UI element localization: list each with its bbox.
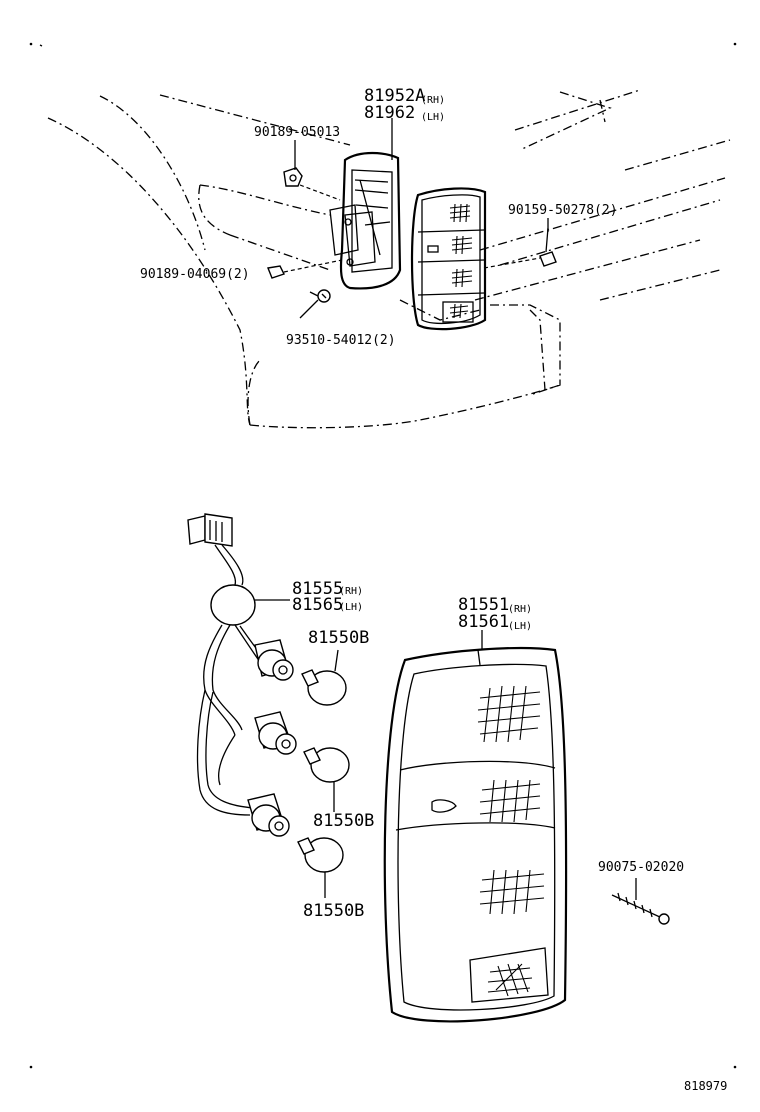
label-81952A-side: (RH) [421, 95, 445, 106]
label-90189-04069: 90189-04069(2) [140, 267, 250, 282]
lens-grid-1 [477, 685, 541, 743]
label-81565: 81565 [292, 595, 343, 615]
label-81565-side: (LH) [339, 602, 363, 613]
label-81952A: 81952A [364, 86, 425, 106]
label-81551: 81551 [458, 595, 509, 615]
label-90075-02020: 90075-02020 [598, 860, 684, 875]
lens-grid-4 [487, 963, 533, 997]
label-81555: 81555 [292, 579, 343, 599]
label-81962: 81962 [364, 103, 415, 123]
label-90189-05013: 90189-05013 [254, 125, 340, 140]
part-labels: 81952A (RH) 81962 (LH) 90189-05013 90159… [140, 86, 727, 1093]
diagram-code: 818979 [684, 1079, 727, 1093]
edge-marks [29, 42, 737, 1069]
label-81561: 81561 [458, 612, 509, 632]
label-81550B-top: 81550B [308, 628, 369, 648]
leader-lines-bottom [255, 599, 483, 898]
lens-grid-2 [479, 779, 541, 823]
bulb-3 [297, 837, 344, 873]
tail-lamp-housing [329, 151, 402, 290]
leader-lines-top [294, 118, 549, 319]
screw-90159-50278 [483, 227, 557, 269]
tail-lamp-lens-small [410, 187, 487, 331]
tail-lamp-lens-large [383, 646, 568, 1023]
label-93510-54012: 93510-54012(2) [286, 333, 396, 348]
clip-90189-05013 [283, 167, 341, 201]
label-81551-side: (RH) [508, 604, 532, 615]
label-81550B-middle: 81550B [313, 811, 374, 831]
clip-93510-54012 [317, 289, 331, 303]
label-81550B-bottom: 81550B [303, 901, 364, 921]
label-81555-side: (RH) [339, 586, 363, 597]
lens-grid-3 [479, 869, 545, 915]
bulb-socket-1 [254, 639, 294, 681]
bulb-socket-3 [247, 793, 290, 837]
label-90159-50278: 90159-50278(2) [508, 203, 618, 218]
nut-90189-04069 [267, 259, 343, 279]
bulb-socket-2 [254, 711, 297, 755]
socket-wire-harness [187, 513, 267, 816]
label-81561-side: (LH) [508, 621, 532, 632]
screw-90075-02020 [611, 878, 670, 925]
bulb-2 [303, 747, 350, 783]
label-81962-side: (LH) [421, 112, 445, 123]
bulb-1 [301, 669, 347, 706]
